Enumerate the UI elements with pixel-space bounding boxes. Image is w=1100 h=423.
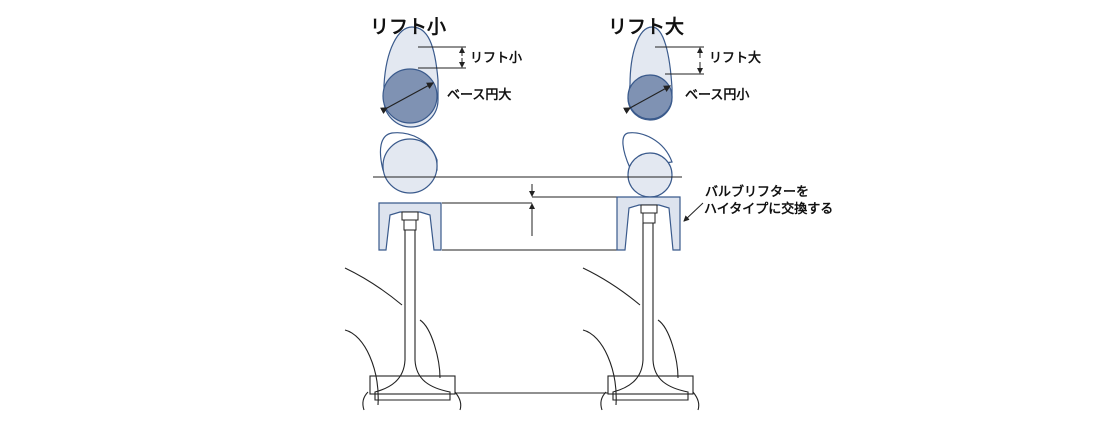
callout-line2: ハイタイプに交換する [704, 202, 834, 217]
left-lift-label: リフト小 [470, 51, 523, 66]
right-title: リフト大 [608, 16, 685, 38]
left-valve [344, 230, 462, 411]
right-cam-installed [622, 132, 673, 198]
left-title: リフト小 [370, 16, 447, 38]
left-valve-lifter [378, 202, 442, 251]
callout-arrow [683, 202, 704, 222]
reference-lines [373, 176, 682, 394]
left-base-label: ベース円大 [447, 88, 512, 103]
right-valve-lifter [616, 196, 681, 251]
right-lift-marker [655, 46, 704, 75]
left-lift-marker [418, 46, 466, 69]
right-lift-label: リフト大 [709, 51, 762, 66]
right-cam-top [623, 26, 673, 121]
left-cam-installed [379, 132, 438, 194]
callout-line1: バルブリフターを [705, 185, 810, 200]
right-valve [582, 223, 700, 411]
right-base-label: ベース円小 [685, 88, 750, 103]
left-cam-top [380, 26, 439, 128]
